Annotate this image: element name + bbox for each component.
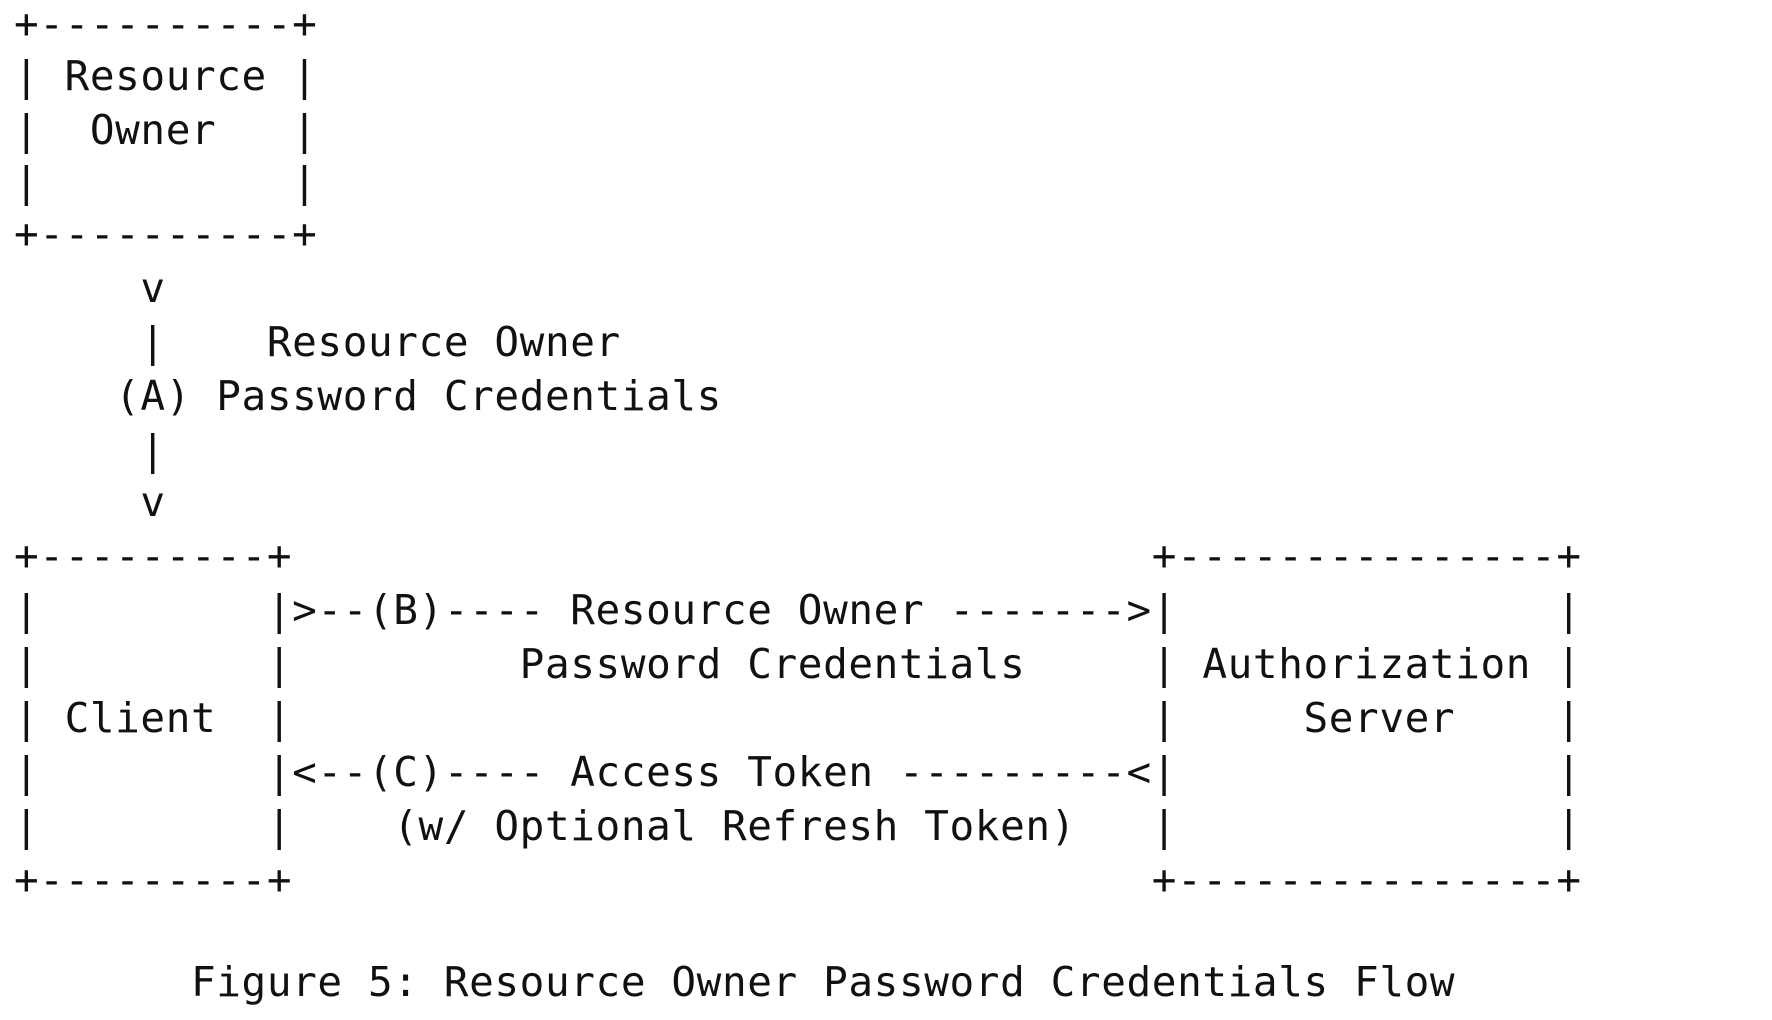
flow-b-request-line-1: | |>--(B)---- Resource Owner ------->| |: [14, 586, 1582, 634]
resource-owner-box-label-line-2: | Owner |: [14, 106, 318, 154]
flow-c-response-line-2: | | (w/ Optional Refresh Token) | |: [14, 802, 1582, 850]
flow-c-response-line-1: | |<--(C)---- Access Token ---------<| |: [14, 748, 1582, 796]
resource-owner-box-bottom-border: +----------+: [14, 210, 318, 258]
flow-a-arrow-top: v: [14, 264, 166, 312]
resource-owner-box-label-line-1: | Resource |: [14, 52, 318, 100]
flow-a-arrow-stem: |: [14, 426, 166, 474]
flow-b-request-line-2: | | Password Credentials | Authorization…: [14, 640, 1582, 688]
flow-a-label-line-2: (A) Password Credentials: [14, 372, 722, 420]
flow-a-label-line-1: | Resource Owner: [14, 318, 621, 366]
client-and-server-label-line: | Client | | Server |: [14, 694, 1582, 742]
figure-caption: Figure 5: Resource Owner Password Creden…: [14, 958, 1456, 1006]
resource-owner-box-empty-line: | |: [14, 158, 318, 206]
client-and-server-box-top-border: +---------+ +---------------+: [14, 532, 1582, 580]
resource-owner-box-top-border: +----------+: [14, 0, 318, 48]
client-and-server-box-bottom-border: +---------+ +---------------+: [14, 856, 1582, 904]
flow-a-arrow-bottom: v: [14, 478, 166, 526]
